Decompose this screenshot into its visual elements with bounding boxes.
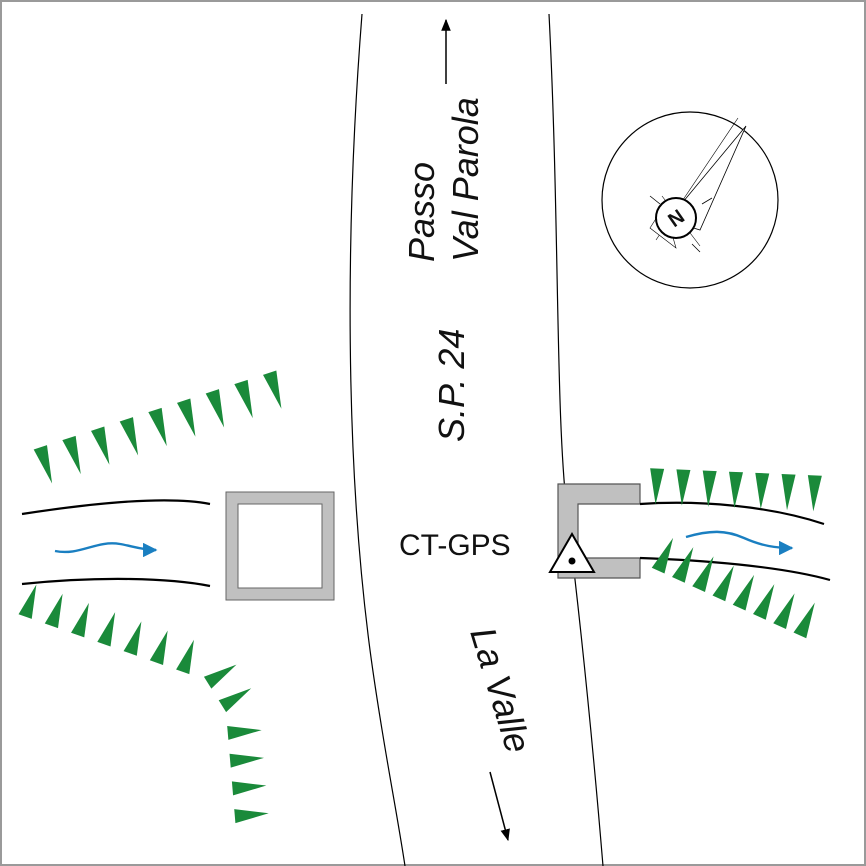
hachure-mark — [234, 379, 253, 419]
hachure-mark — [205, 389, 225, 428]
hachure-mark — [18, 584, 37, 619]
stream-bank-west-south — [21, 577, 211, 588]
hachure-mark — [676, 469, 691, 506]
hachure-mark — [148, 407, 167, 447]
hachure-mark — [71, 602, 89, 638]
hachure-mark — [149, 630, 168, 665]
triangle-with-dot-icon — [548, 532, 596, 573]
label-passo-val-parola: Passo Val Parola — [401, 97, 486, 262]
hachure-mark — [753, 584, 775, 620]
culvert-west — [225, 491, 335, 601]
road-dest-north-line2: Val Parola — [445, 97, 486, 262]
hachure-mark — [781, 473, 796, 511]
arrow-south-icon — [489, 771, 510, 842]
stream-bank-west-north — [21, 499, 211, 516]
hachure-mark — [203, 664, 237, 689]
hachure-mark — [755, 472, 770, 510]
slope-hachures-west-lower — [18, 584, 269, 824]
stream-flow-east-icon — [685, 530, 794, 556]
hachure-mark — [218, 688, 252, 713]
hachure-mark — [227, 725, 262, 740]
hachure-mark — [692, 556, 714, 593]
hachure-mark — [793, 602, 815, 639]
hachure-mark — [62, 435, 81, 475]
hachure-mark — [44, 593, 63, 629]
road-dest-north-line1: Passo — [401, 162, 442, 262]
hachure-mark — [263, 370, 282, 409]
hachure-mark — [712, 565, 734, 602]
hachure-mark — [231, 781, 267, 796]
hachure-mark — [234, 809, 269, 824]
hachure-mark — [91, 426, 110, 465]
slope-hachures-east-upper — [650, 468, 822, 512]
hachure-mark — [229, 753, 265, 768]
compass-north-arrow-icon: N — [601, 111, 779, 289]
hachure-mark — [807, 475, 822, 512]
station-label: CT-GPS — [399, 529, 511, 562]
hachure-mark — [773, 593, 795, 630]
hachure-mark — [702, 470, 717, 507]
hachure-mark — [97, 612, 116, 647]
hachure-mark — [33, 445, 53, 484]
hachure-mark — [729, 471, 743, 508]
hachure-mark — [119, 417, 139, 456]
road-edge-west — [349, 13, 406, 866]
hachure-mark — [177, 398, 196, 437]
hachure-mark — [123, 621, 142, 656]
hachure-mark — [732, 574, 755, 611]
road-name: S.P. 24 — [431, 329, 472, 442]
hachure-mark — [672, 547, 694, 583]
slope-hachures-west-upper — [33, 370, 282, 484]
hachure-mark — [651, 537, 674, 574]
hachure-mark — [176, 639, 194, 675]
slope-hachures-east-lower — [651, 537, 815, 639]
hachure-mark — [650, 468, 665, 505]
stream-flow-west-icon — [54, 542, 158, 558]
